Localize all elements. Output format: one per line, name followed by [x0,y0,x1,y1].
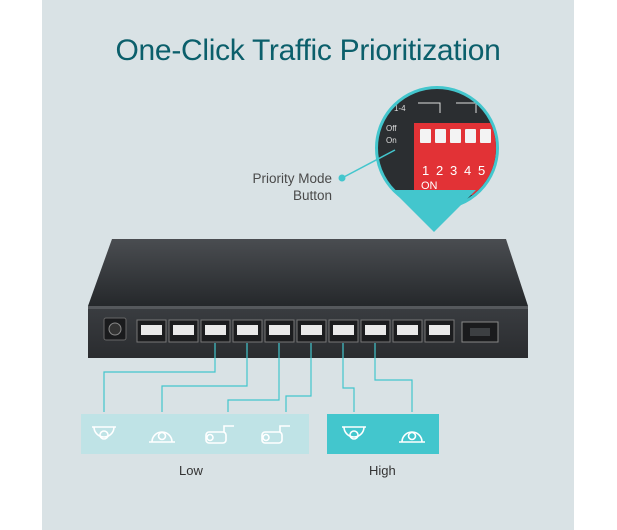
dome-camera-icon [399,431,425,443]
high-priority-label: High [369,463,396,478]
dip-number-5: 5 [478,163,485,178]
priority-mode-label-line1: Priority Mode [252,171,332,186]
dip-toggle-3[interactable] [450,129,461,143]
dip-toggle-4[interactable] [465,129,476,143]
dip-legend-off: Off [386,124,397,133]
dip-switch-zoom: 1-4 Off On 1 2 3 4 5 ON [375,86,499,210]
bullet-camera-icon [205,425,234,444]
network-switch [88,239,528,358]
dip-number-1: 1 [422,163,429,178]
dome-camera-icon [92,426,116,440]
dip-number-3: 3 [450,163,457,178]
dip-number-2: 2 [436,163,443,178]
low-priority-label: Low [179,463,203,478]
bullet-camera-icon [261,425,290,444]
priority-mode-label: Priority Mode Button [228,170,332,204]
dip-legend-range: 1-4 [394,104,406,113]
dip-toggle-1[interactable] [420,129,431,143]
dome-camera-icon [149,431,175,443]
priority-mode-label-line2: Button [292,188,332,203]
dip-on-label: ON [421,180,438,192]
page-title: One-Click Traffic Prioritization [115,34,501,67]
dip-number-4: 4 [464,163,471,178]
high-priority-box [327,414,439,454]
callout-leader [338,149,396,182]
connection-lines [103,343,413,412]
dip-toggle-2[interactable] [435,129,446,143]
dip-legend-on: On [386,136,397,145]
dip-toggle-5[interactable] [480,129,491,143]
low-priority-box [81,414,309,454]
dome-camera-icon [342,426,366,440]
zoom-pointer [392,190,476,232]
